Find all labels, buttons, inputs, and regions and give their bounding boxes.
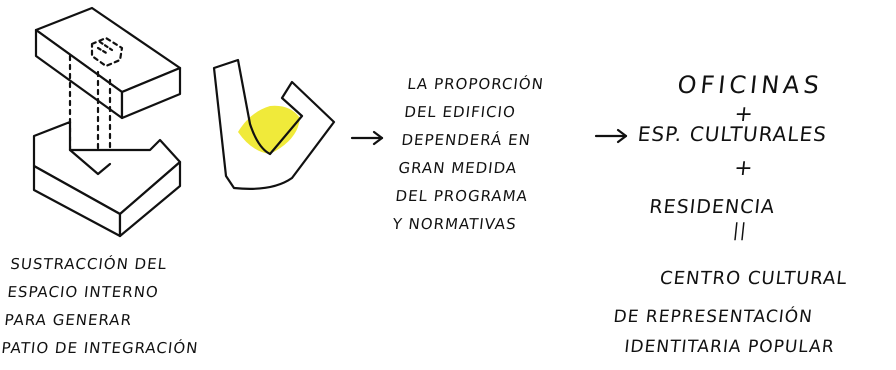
proportion-caption: LA PROPORCIÓN DEL EDIFICIO DEPENDERÁ EN … [391, 70, 545, 238]
equals-sign: || [731, 220, 749, 241]
caption-line: GRAN MEDIDA [397, 159, 519, 177]
caption-line: DEL EDIFICIO [403, 103, 517, 121]
caption-line: PATIO DE INTEGRACIÓN [0, 339, 200, 357]
program-cultural: ESP. CULTURALES + [633, 122, 829, 181]
caption-line: LA PROPORCIÓN [406, 75, 545, 93]
arrow-right-icon [594, 128, 628, 144]
program-residence: RESIDENCIA || [645, 196, 776, 244]
caption-line: ESPACIO INTERNO [6, 283, 160, 301]
extracted-volume-sketch [34, 6, 182, 120]
result-line-1: CENTRO CULTURAL [659, 268, 849, 289]
plus-sign: + [732, 156, 755, 181]
base-volume-sketch [32, 120, 182, 238]
arrow-right-icon [350, 130, 384, 146]
caption-line: DEL PROGRAMA [394, 187, 529, 205]
result-label-3: IDENTITARIA POPULAR [623, 337, 836, 357]
caption-line: Y NORMATIVAS [391, 215, 518, 233]
caption-line: SUSTRACCIÓN DEL [9, 255, 168, 273]
program-caption: OFICINAS + [673, 70, 825, 130]
plan-view-sketch [212, 58, 336, 190]
result-label-1: CENTRO CULTURAL [658, 268, 849, 289]
program-residence-label: RESIDENCIA [648, 196, 777, 218]
result-label-2: DE REPRESENTACIÓN [612, 307, 814, 327]
program-offices: OFICINAS [676, 71, 825, 99]
program-cultural-label: ESP. CULTURALES [636, 122, 829, 146]
result-lines: DE REPRESENTACIÓN IDENTITARIA POPULAR [609, 302, 839, 362]
subtraction-caption: SUSTRACCIÓN DEL ESPACIO INTERNO PARA GEN… [0, 250, 209, 362]
subtraction-guides [68, 54, 112, 178]
caption-line: PARA GENERAR [3, 311, 133, 329]
caption-line: DEPENDERÁ EN [400, 131, 532, 149]
